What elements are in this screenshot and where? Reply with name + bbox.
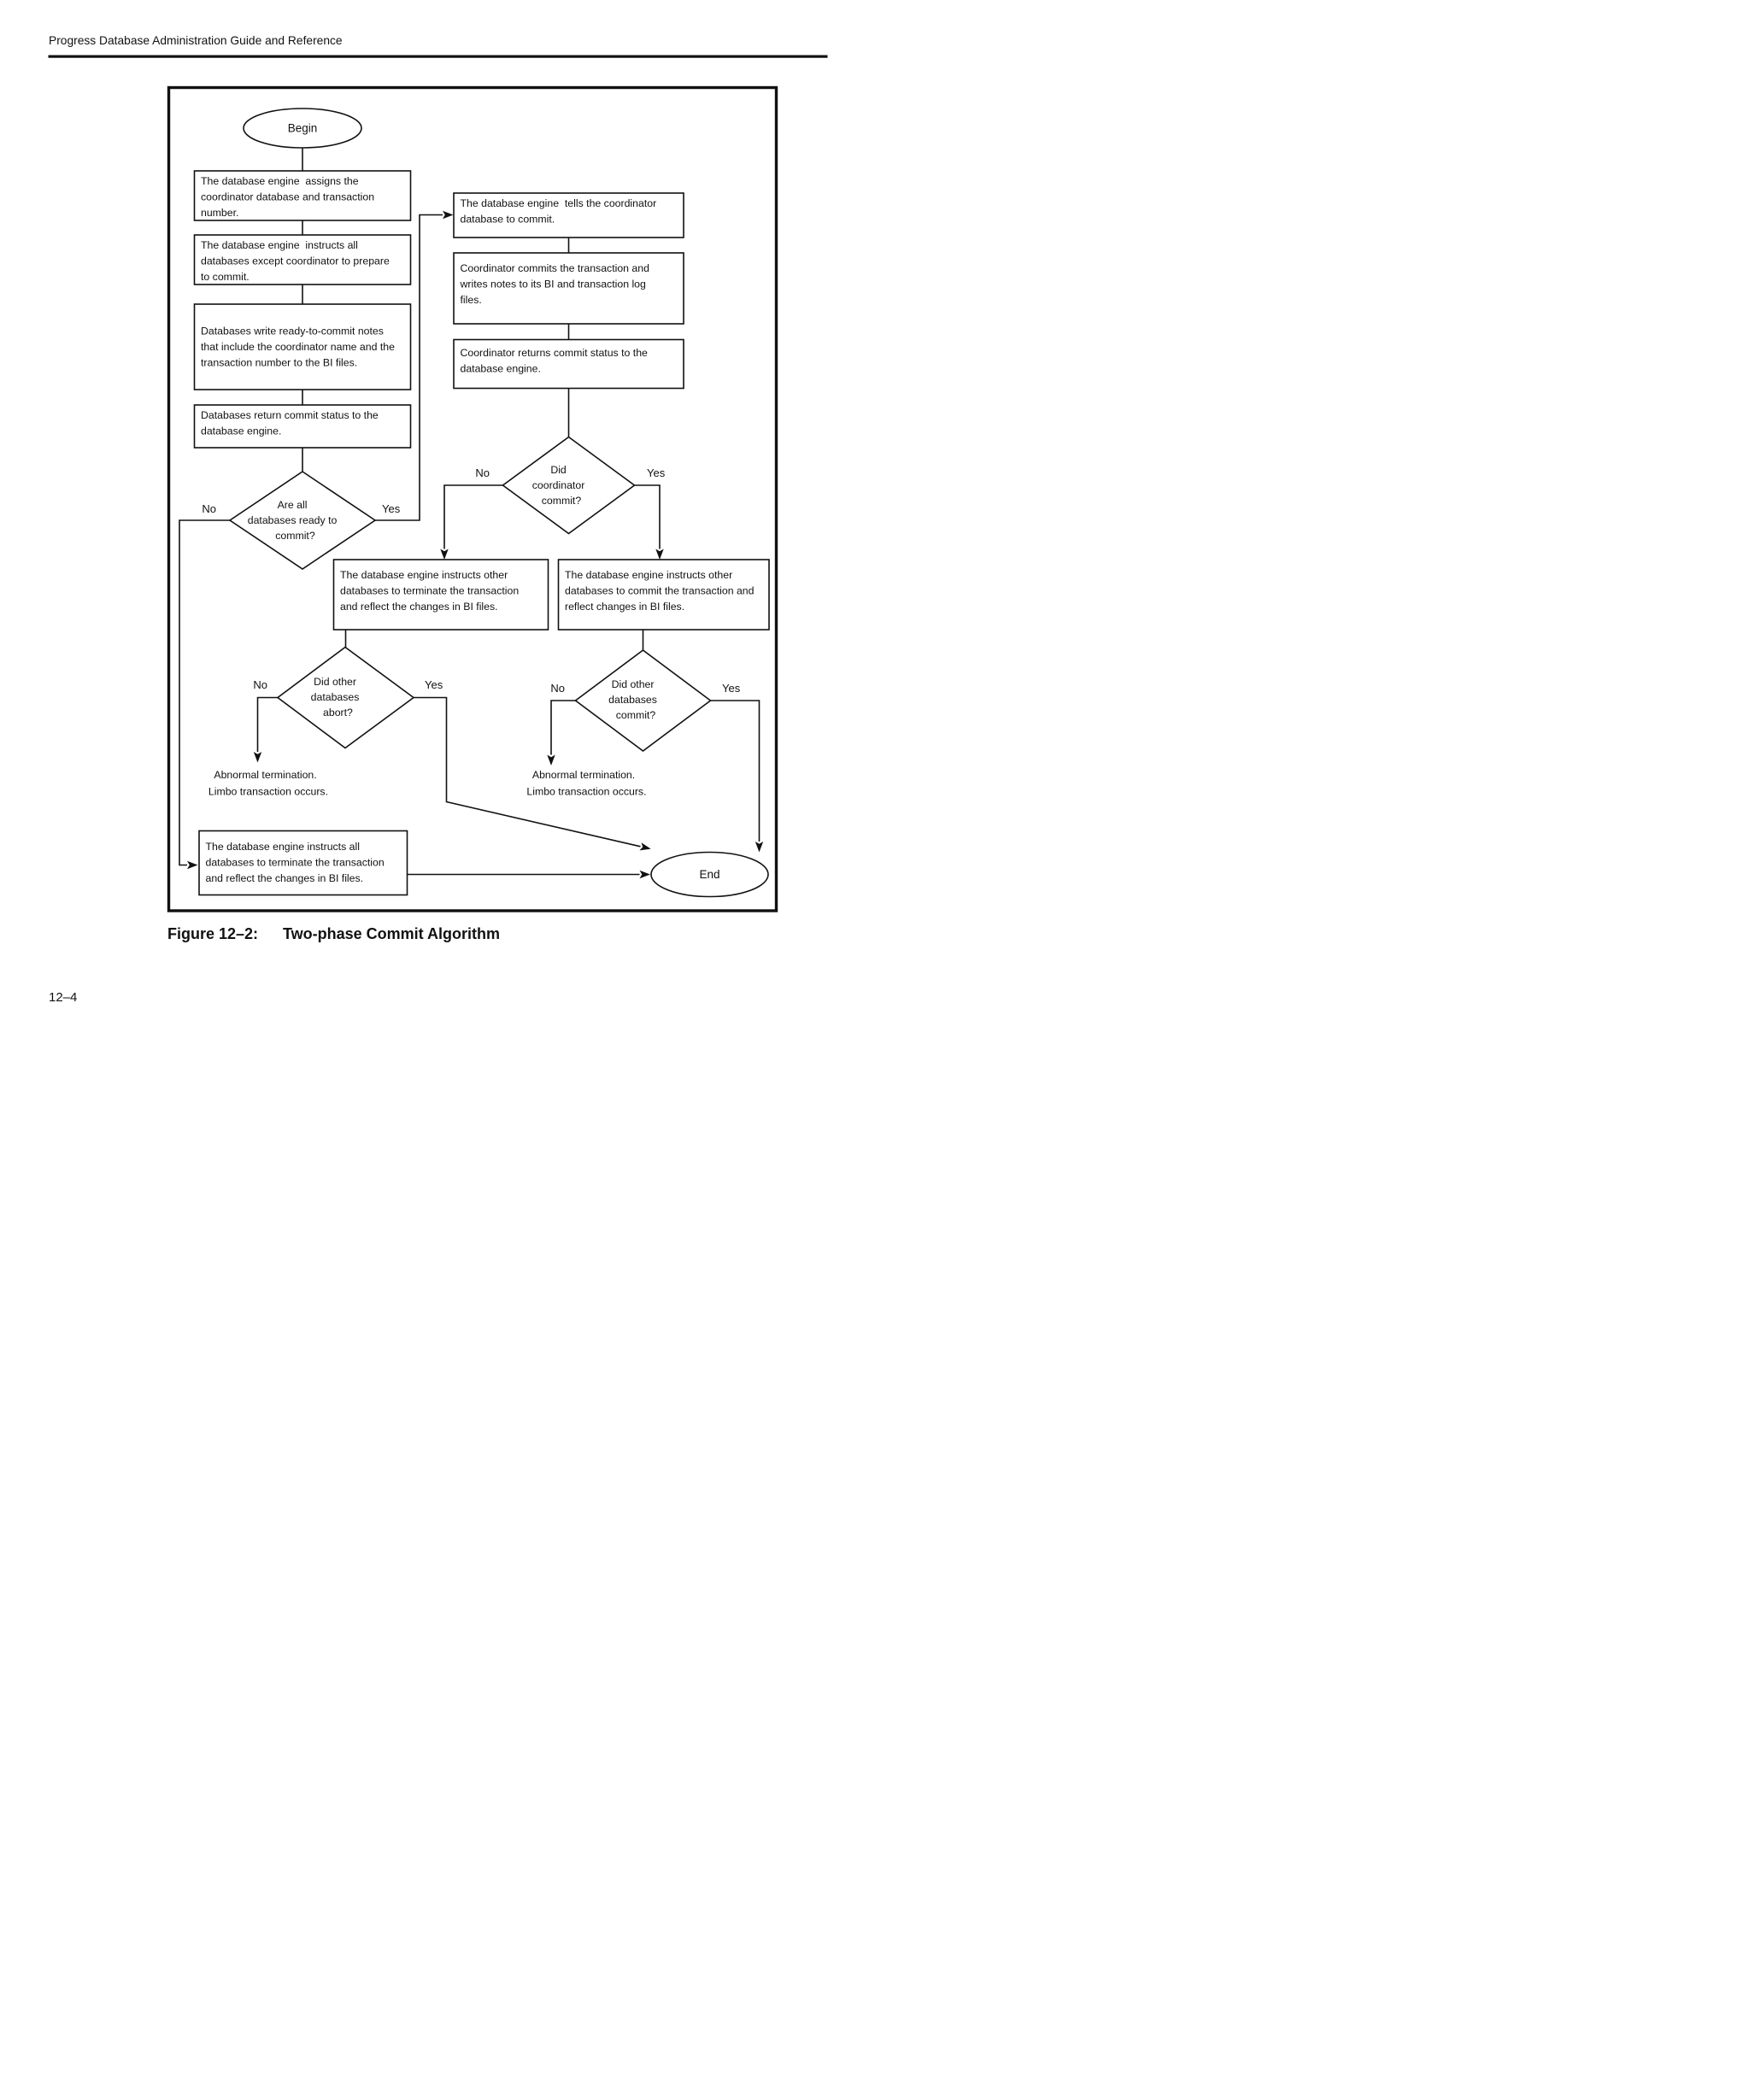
flowchart-node-instruct-prepare: The database engine instructs all databa… xyxy=(0,0,412,285)
commit-text: Did other databases commit? xyxy=(0,0,678,721)
header-rule xyxy=(48,55,828,58)
flowchart-node-return-status: Databases return commit status to the da… xyxy=(0,0,412,449)
figure-caption-title: Two-phase Commit Algorithm xyxy=(283,925,500,942)
ready-yes-label: Yes xyxy=(382,502,401,515)
page-number: 12–4 xyxy=(49,990,77,1005)
terminate-other-box xyxy=(332,559,549,631)
arrow-coordinator-no xyxy=(440,484,503,560)
flowchart-node-assign: The database engine assigns the coordina… xyxy=(0,0,412,221)
terminate-all-box xyxy=(198,830,408,896)
ready-diamond xyxy=(228,471,377,570)
return-status-box xyxy=(193,404,412,449)
commit-other-text: The database engine instructs other data… xyxy=(0,0,774,613)
commit-diamond xyxy=(574,649,712,752)
document-page: Progress Database Administration Guide a… xyxy=(0,0,875,1050)
abort-no-label: No xyxy=(253,678,267,691)
begin-label: Begin xyxy=(288,122,318,135)
write-notes-box xyxy=(193,303,412,390)
abort-diamond xyxy=(276,646,415,749)
assign-text: The database engine assigns the coordina… xyxy=(0,0,395,219)
flowchart-node-coordinator-commits: Coordinator commits the transaction and … xyxy=(0,0,684,325)
coordinator-commit-yes-label: Yes xyxy=(647,466,666,479)
coordinator-commit-diamond xyxy=(502,436,636,535)
figure-caption: Figure 12–2: Two-phase Commit Algorithm xyxy=(167,925,500,942)
coordinator-returns-box xyxy=(453,338,684,390)
flowchart-node-coordinator-returns: Coordinator returns commit status to the… xyxy=(0,0,684,390)
commit-other-box xyxy=(557,559,770,631)
flowchart-node-tell-coordinator: The database engine tells the coordinato… xyxy=(0,0,684,238)
figure-caption-label: Figure 12–2: xyxy=(167,925,258,942)
arrow-ready-no xyxy=(179,519,230,870)
abnormal-left-text: Abnormal termination. Limbo transaction … xyxy=(0,0,343,798)
ready-no-label: No xyxy=(202,502,216,515)
arrow-coordinator-yes xyxy=(634,484,664,560)
coordinator-returns-text: Coordinator returns commit status to the… xyxy=(0,0,668,375)
abort-yes-label: Yes xyxy=(425,678,443,691)
write-notes-text: Databases write ready-to-commit notes th… xyxy=(0,0,415,369)
flowchart-node-commit-other: The database engine instructs other data… xyxy=(0,0,774,631)
arrow-abort-no xyxy=(253,696,278,763)
flowchart-frame xyxy=(167,85,778,912)
flowchart-node-write-notes: Databases write ready-to-commit notes th… xyxy=(0,0,415,390)
abnormal-termination-left: Abnormal termination. Limbo transaction … xyxy=(0,0,343,798)
terminate-all-text: The database engine instructs all databa… xyxy=(0,0,405,884)
coordinator-commit-no-label: No xyxy=(475,466,490,479)
ready-text: Are all databases ready to commit? xyxy=(0,0,357,542)
page-header: Progress Database Administration Guide a… xyxy=(48,34,828,58)
commit-no-label: No xyxy=(550,682,565,695)
instruct-prepare-box xyxy=(193,234,412,285)
instruct-prepare-text: The database engine instructs all databa… xyxy=(0,0,410,283)
return-status-text: Databases return commit status to the da… xyxy=(0,0,399,437)
flowchart-node-begin: Begin xyxy=(243,108,362,149)
two-phase-commit-flowchart: Progress Database Administration Guide a… xyxy=(0,0,828,1005)
flowchart-node-end: End xyxy=(650,851,769,898)
begin-oval xyxy=(243,108,362,149)
end-oval xyxy=(650,851,769,898)
arrow-commit-yes xyxy=(710,700,764,853)
coordinator-commits-box xyxy=(453,252,684,325)
plain-connectors xyxy=(302,148,644,650)
flowchart-decision-abort: Did other databases abort? No Yes xyxy=(0,0,443,749)
abnormal-right-text: Abnormal termination. Limbo transaction … xyxy=(0,0,661,798)
flowchart-decision-commit: Did other databases commit? No Yes xyxy=(0,0,741,752)
arrow-abort-yes xyxy=(414,696,651,851)
arrow-connectors xyxy=(179,210,764,879)
commit-yes-label: Yes xyxy=(722,682,741,695)
flowchart-decision-coordinator-commit: Did coordinator commit? No Yes xyxy=(0,0,666,535)
assign-box xyxy=(193,170,412,221)
abnormal-termination-right: Abnormal termination. Limbo transaction … xyxy=(0,0,661,798)
flowchart-node-terminate-all: The database engine instructs all databa… xyxy=(0,0,408,896)
arrow-commit-no xyxy=(547,700,576,766)
flowchart-decision-ready: Are all databases ready to commit? No Ye… xyxy=(0,0,401,570)
abort-text: Did other databases abort? xyxy=(0,0,379,719)
coordinator-commits-text: Coordinator commits the transaction and … xyxy=(0,0,670,306)
tell-coordinator-text: The database engine tells the coordinato… xyxy=(0,0,677,226)
tell-coordinator-box xyxy=(453,192,684,238)
arrow-ready-yes xyxy=(375,210,454,521)
coordinator-commit-text: Did coordinator commit? xyxy=(0,0,605,507)
header-title: Progress Database Administration Guide a… xyxy=(49,34,343,47)
flowchart-node-terminate-other: The database engine instructs other data… xyxy=(0,0,549,631)
end-label: End xyxy=(699,868,719,881)
terminate-other-text: The database engine instructs other data… xyxy=(0,0,539,613)
